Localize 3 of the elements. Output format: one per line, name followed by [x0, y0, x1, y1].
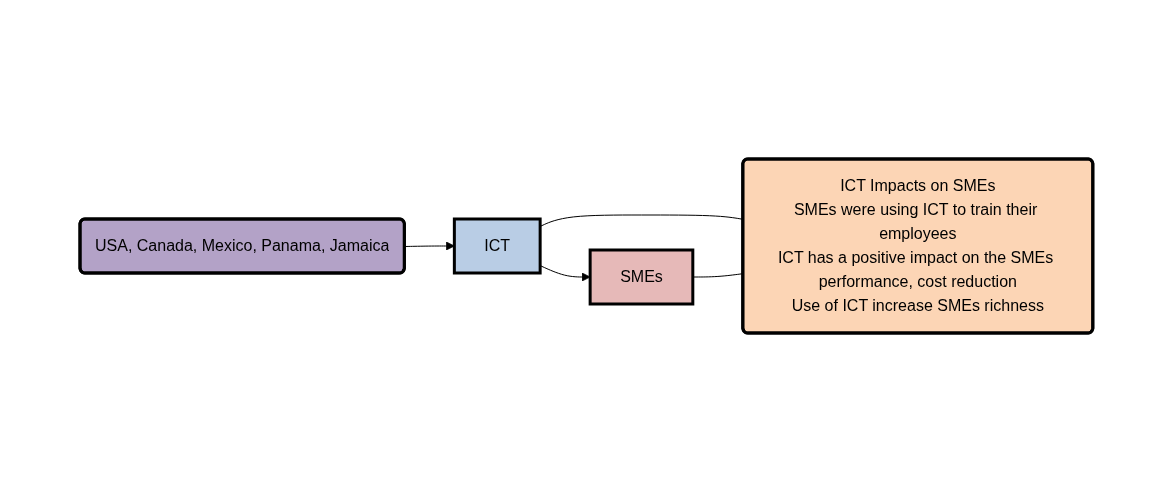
node-box: ICT [452, 217, 542, 275]
node-box: SMEs [588, 248, 695, 306]
arrow [404, 241, 455, 251]
